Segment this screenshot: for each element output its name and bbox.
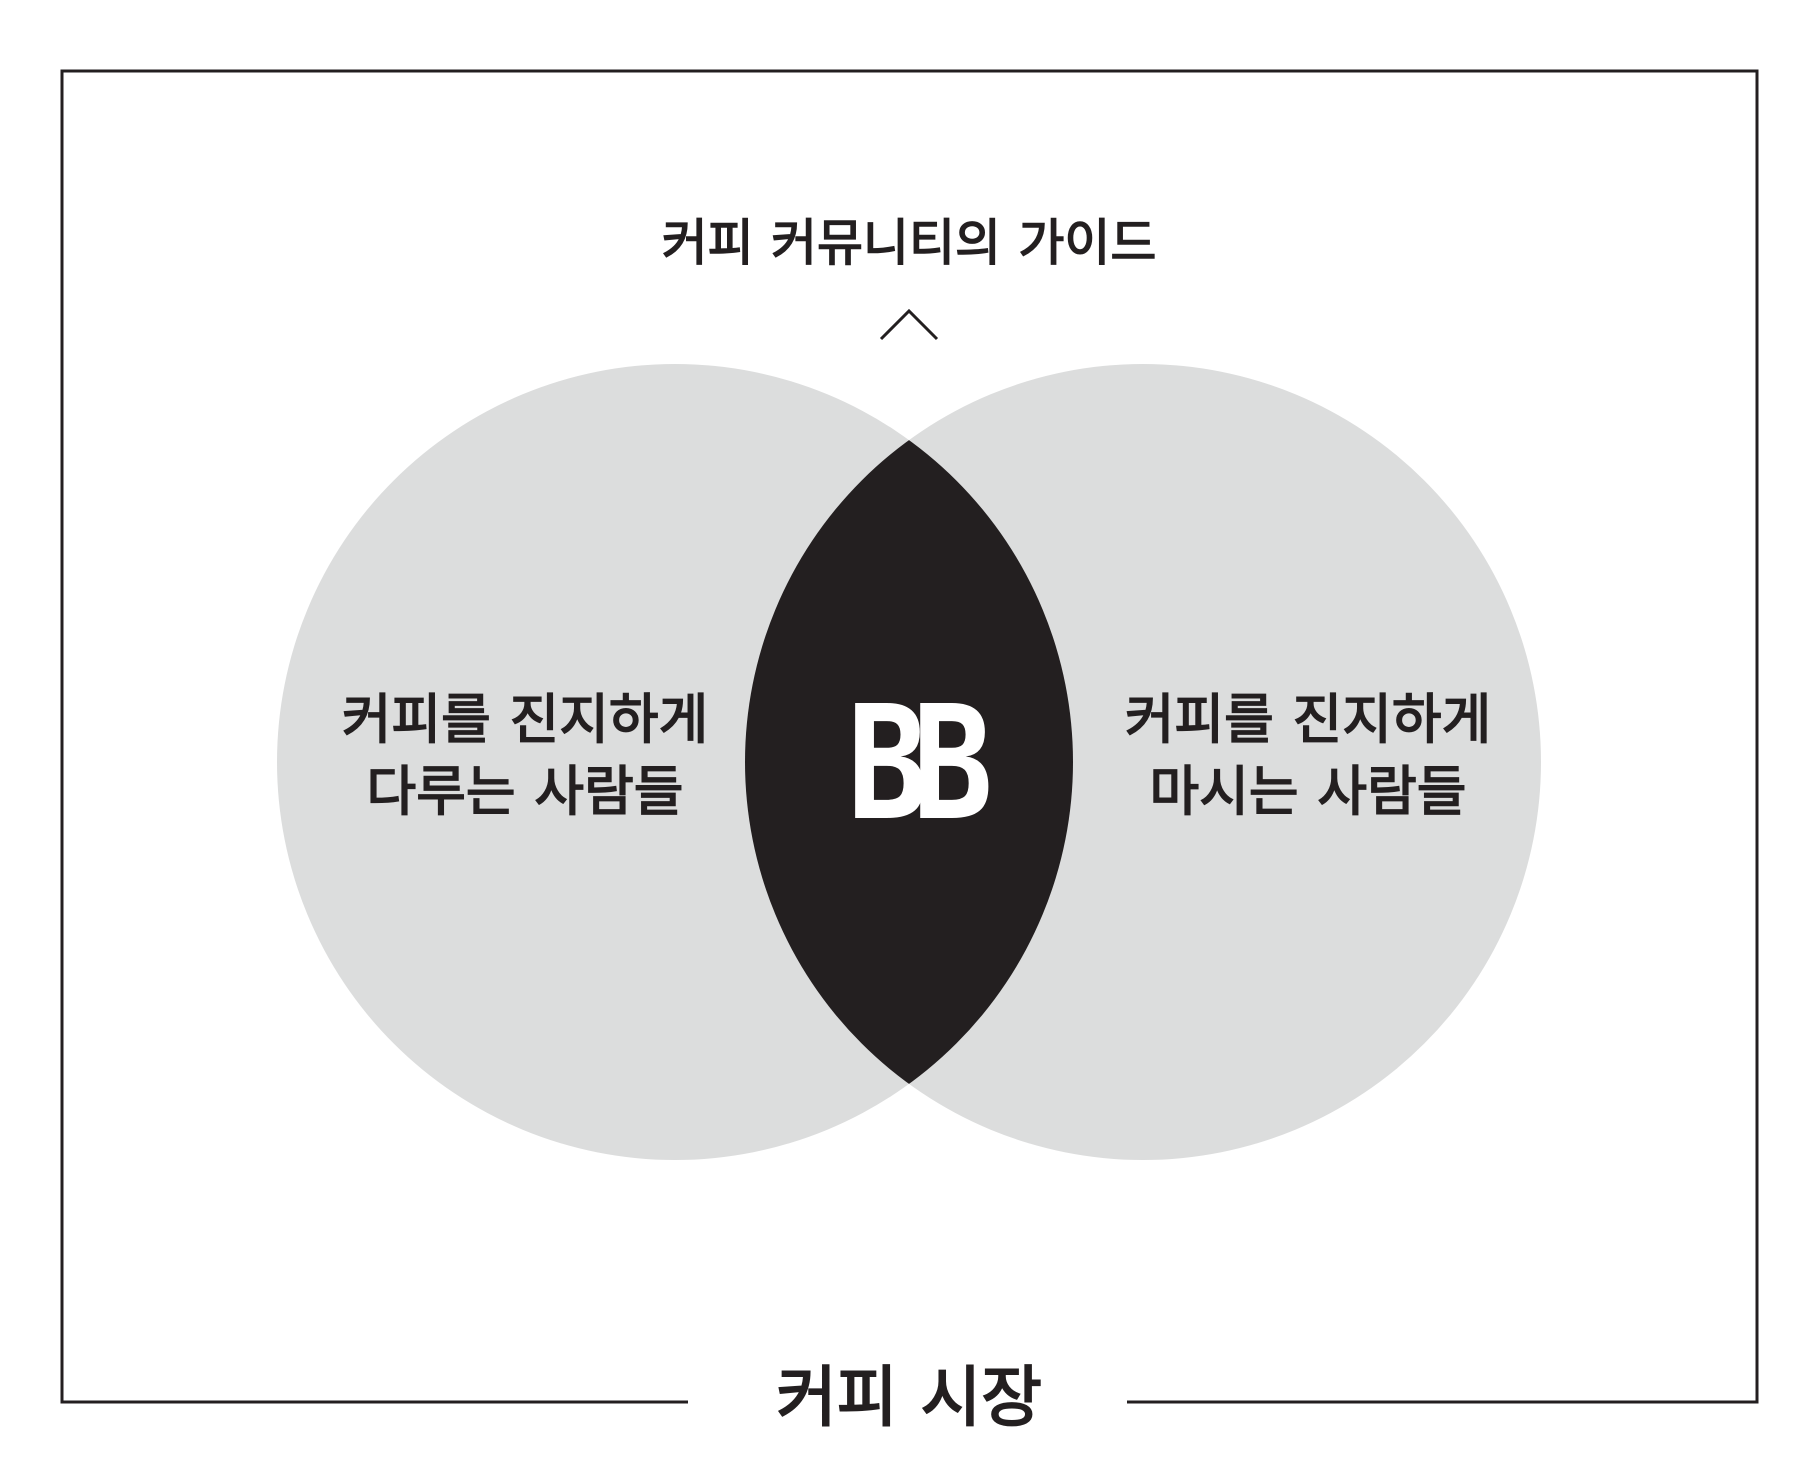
market-frame xyxy=(60,69,1759,1404)
left-circle-line1: 커피를 진지하게 xyxy=(342,688,709,751)
bottom-label: 커피 시장 xyxy=(776,1359,1042,1436)
right-circle-line1: 커피를 진지하게 xyxy=(1125,688,1492,751)
intersection-lens xyxy=(745,364,1073,1160)
right-circle-line2: 마시는 사람들 xyxy=(1150,760,1467,823)
top-label: 커피 커뮤니티의 가이드 xyxy=(662,214,1157,272)
caret-up-icon xyxy=(879,308,939,341)
bb-logo: BB xyxy=(847,672,988,856)
left-circle-line2: 다루는 사람들 xyxy=(367,760,684,823)
